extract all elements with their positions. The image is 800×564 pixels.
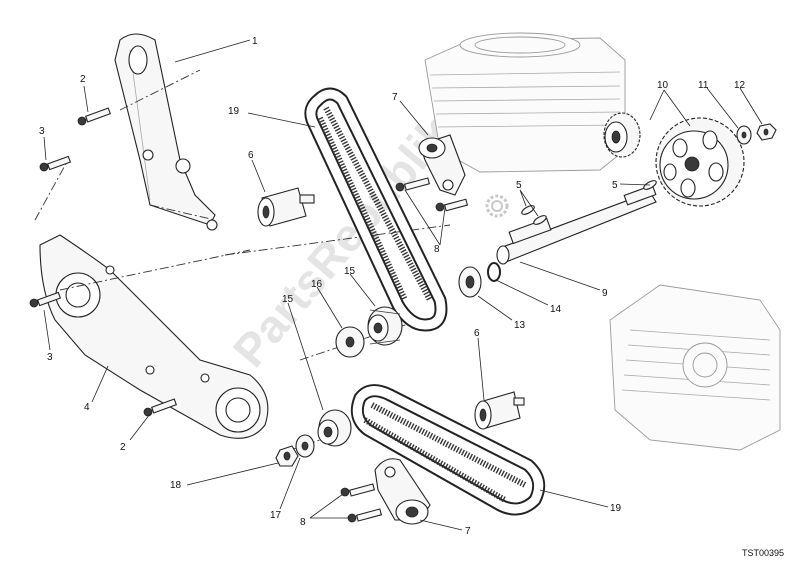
washer-13 — [458, 266, 482, 298]
bolt-2-upper — [77, 107, 112, 126]
washer-16 — [335, 326, 365, 358]
callout-7-upper: 7 — [392, 92, 398, 103]
callout-11: 11 — [698, 80, 709, 91]
callout-15-upper: 15 — [344, 266, 356, 277]
callout-9: 9 — [602, 288, 608, 299]
callout-7-lower: 7 — [465, 526, 471, 537]
callout-6-upper: 6 — [248, 150, 254, 161]
callout-1: 1 — [252, 36, 258, 47]
callout-6-lower: 6 — [474, 328, 480, 339]
nut-18 — [275, 445, 299, 467]
tensioner-7-upper — [418, 134, 466, 196]
callout-8-upper: 8 — [434, 244, 440, 255]
callout-4: 4 — [84, 402, 90, 413]
timing-belt-lower — [350, 384, 546, 516]
callout-2-upper: 2 — [80, 74, 86, 85]
leader-lines — [43, 39, 763, 531]
tensioner-7-lower — [374, 458, 431, 525]
callout-18: 18 — [170, 480, 182, 491]
washer-17 — [295, 434, 315, 458]
bolt-3-lower — [29, 291, 62, 308]
key-5-left — [521, 205, 547, 225]
timing-belt-upper — [304, 87, 448, 332]
gear-logo-icon — [485, 194, 509, 218]
callout-3-upper: 3 — [39, 126, 45, 137]
callout-5-right: 5 — [612, 180, 618, 191]
camshaft-9 — [496, 184, 657, 265]
callout-17: 17 — [270, 510, 282, 521]
callout-5-left: 5 — [516, 180, 522, 191]
bolt-3-upper — [39, 155, 72, 172]
bolt-8-lower — [340, 483, 383, 523]
circlip-14 — [487, 262, 501, 282]
callout-12: 12 — [734, 80, 746, 91]
lower-belt-cover — [39, 234, 269, 439]
pulley-15-upper — [367, 306, 403, 346]
callout-3-lower: 3 — [47, 352, 53, 363]
callout-labels: 1 2 2 3 3 4 5 5 6 6 7 7 8 8 9 10 11 12 1… — [39, 36, 746, 537]
nut-12 — [756, 123, 777, 141]
callout-15-lower: 15 — [282, 294, 294, 305]
callout-8-lower: 8 — [300, 517, 306, 528]
callout-2-lower: 2 — [120, 442, 126, 453]
spacer-6-lower — [474, 391, 525, 430]
bolt-8-upper — [395, 177, 469, 212]
gear-10-small — [603, 112, 641, 158]
callout-13: 13 — [514, 320, 526, 331]
callout-19-lower: 19 — [610, 503, 622, 514]
callout-10: 10 — [657, 80, 669, 91]
callout-19-upper: 19 — [228, 106, 240, 117]
callout-14: 14 — [550, 304, 562, 315]
washer-11 — [736, 125, 752, 145]
diagram-code: TST00395 — [742, 548, 784, 558]
gear-10-large — [655, 117, 745, 207]
callout-16: 16 — [311, 279, 323, 290]
spacer-6-upper — [257, 187, 315, 227]
pulley-15-lower — [317, 409, 352, 447]
upper-belt-cover — [114, 33, 218, 231]
engine-cylinder-head — [609, 284, 781, 451]
